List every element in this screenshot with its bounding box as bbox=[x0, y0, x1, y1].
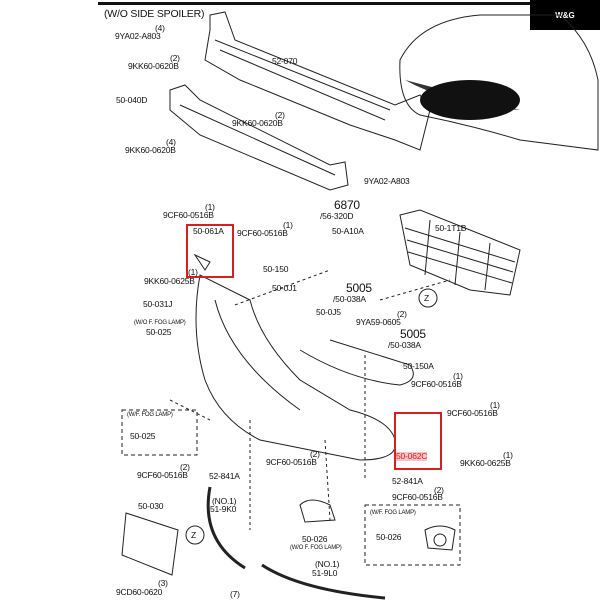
part-label: 9KK60-0620B bbox=[125, 145, 176, 155]
part-label: 9KK60-0625B bbox=[460, 458, 511, 468]
qty-label: (2) bbox=[434, 485, 444, 495]
part-label: 9CF60-0516B bbox=[266, 457, 317, 467]
part-label: 50-A10A bbox=[332, 226, 364, 236]
part-label: 9KK60-0620B bbox=[232, 118, 283, 128]
license-plate-bracket bbox=[121, 512, 179, 576]
qty-label: (2) bbox=[180, 462, 190, 472]
part-label: /56-320D bbox=[320, 211, 354, 221]
qty-label: (1) bbox=[188, 267, 198, 277]
section-title: (W/O SIDE SPOILER) bbox=[104, 8, 205, 20]
part-label: 50-0J5 bbox=[316, 307, 341, 317]
option-label: (W/O F. FOG LAMP) bbox=[290, 545, 342, 551]
part-label: 9CF60-0516B bbox=[137, 470, 188, 480]
part-label: 51-9K0 bbox=[210, 504, 237, 514]
part-label-highlighted: 50-061A bbox=[193, 226, 224, 236]
part-label: 50-030 bbox=[138, 501, 164, 511]
part-label: 50-150 bbox=[263, 264, 289, 274]
part-label: 52-070 bbox=[272, 56, 298, 66]
qty-label: (4) bbox=[166, 137, 176, 147]
part-label: 50-040D bbox=[116, 95, 148, 105]
part-label: 9KK60-0620B bbox=[128, 61, 179, 71]
qty-label: (4) bbox=[155, 23, 165, 33]
view-marker: Z bbox=[424, 293, 429, 303]
qty-label: (2) bbox=[397, 309, 407, 319]
fog-option-box-left bbox=[121, 409, 198, 456]
qty-label: (1) bbox=[490, 400, 500, 410]
qty-label: (1) bbox=[503, 450, 513, 460]
fog-cover bbox=[299, 499, 336, 523]
part-label: 50-150A bbox=[403, 361, 434, 371]
part-label: 50-026 bbox=[302, 534, 328, 544]
option-label: (W/O F. FOG LAMP) bbox=[134, 320, 186, 326]
part-label: 51-9L0 bbox=[312, 568, 338, 578]
part-label: /50-038A bbox=[333, 294, 366, 304]
option-label: (W/F. FOG LAMP) bbox=[370, 510, 416, 516]
fog-cover-fog-lamp bbox=[424, 525, 456, 551]
qty-label: (NO.1) bbox=[212, 496, 237, 506]
qty-label: (2) bbox=[275, 110, 285, 120]
part-label: 5005 bbox=[400, 327, 426, 341]
part-label: 50-0J1 bbox=[272, 283, 297, 293]
qty-label: (NO.1) bbox=[315, 559, 340, 569]
part-label: 9CF60-0516B bbox=[237, 228, 288, 238]
fog-option-box-right bbox=[364, 504, 461, 566]
part-label: 50-025 bbox=[146, 327, 172, 337]
part-label: 9CF60-0516B bbox=[411, 379, 462, 389]
top-border bbox=[98, 2, 530, 5]
part-label: 9YA59-0605 bbox=[356, 317, 401, 327]
part-label: 52-841A bbox=[209, 471, 240, 481]
qty-label: (1) bbox=[283, 220, 293, 230]
view-marker: Z bbox=[191, 530, 196, 540]
part-label: 52-841A bbox=[392, 476, 423, 486]
part-label: 9YA02-A803 bbox=[115, 31, 161, 41]
logo-text: W&G bbox=[555, 10, 575, 20]
qty-label: (1) bbox=[453, 371, 463, 381]
qty-label: (3) bbox=[158, 578, 168, 588]
part-label: 6870 bbox=[334, 198, 360, 212]
car-sketch bbox=[399, 14, 599, 151]
part-label: 9YA02-A803 bbox=[364, 176, 410, 186]
bumper-cover bbox=[195, 274, 397, 461]
lower-strip-left bbox=[206, 486, 246, 570]
part-label: 5005 bbox=[346, 281, 372, 295]
qty-label: (7) bbox=[230, 589, 240, 599]
energy-absorber bbox=[169, 84, 349, 191]
option-label: (W/F. FOG LAMP) bbox=[127, 412, 173, 418]
part-label: 50-026 bbox=[376, 532, 402, 542]
part-label-highlighted: 50-062C bbox=[396, 451, 428, 461]
part-label: 9KK60-0625B bbox=[144, 276, 195, 286]
qty-label: (1) bbox=[205, 202, 215, 212]
grille bbox=[399, 209, 521, 296]
bumper-reinforcement bbox=[204, 11, 431, 151]
part-label: 9CF60-0516B bbox=[392, 492, 443, 502]
part-label: 50-1T1B bbox=[435, 223, 467, 233]
part-label: 9CD60-0620 bbox=[116, 587, 163, 597]
part-label: 9CF60-0516B bbox=[447, 408, 498, 418]
part-label: /50-038A bbox=[388, 340, 421, 350]
qty-label: (2) bbox=[310, 449, 320, 459]
part-label: 9CF60-0516B bbox=[163, 210, 214, 220]
qty-label: (2) bbox=[170, 53, 180, 63]
highlight-box-50-061A bbox=[186, 224, 234, 278]
part-label: 50-025 bbox=[130, 431, 156, 441]
highlight-box-50-062C bbox=[394, 412, 442, 470]
part-label: 50-031J bbox=[143, 299, 173, 309]
lower-strip-right bbox=[261, 563, 386, 600]
